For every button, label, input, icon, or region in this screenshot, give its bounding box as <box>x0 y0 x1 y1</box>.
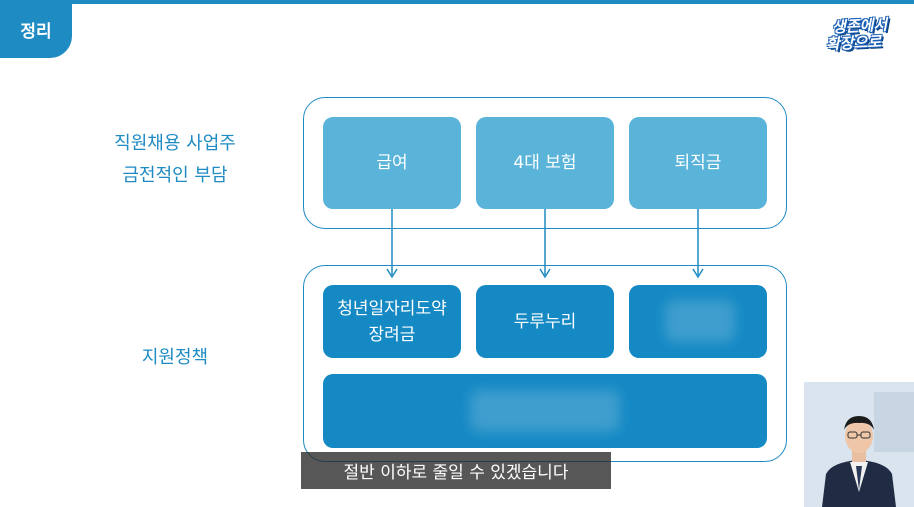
burden-label: 직원채용 사업주 금전적인 부담 <box>90 128 260 192</box>
policy-box-youth-incentive: 청년일자리도약 장려금 <box>323 285 461 358</box>
channel-logo: 생존에서 확장으로 <box>816 16 896 58</box>
blur-overlay <box>665 300 735 342</box>
policy-box-wide-blurred <box>323 374 767 448</box>
presenter-video <box>804 382 914 507</box>
arrow-down-icon <box>539 209 551 279</box>
policy-box-durunuri: 두루누리 <box>476 285 614 358</box>
presenter-figure <box>804 382 914 507</box>
burden-label-line-1: 직원채용 사업주 <box>114 133 236 154</box>
section-tag: 정리 <box>0 0 72 58</box>
arrow-down-icon <box>692 209 704 279</box>
burden-label-line-2: 금전적인 부담 <box>122 165 228 186</box>
burden-box-insurance: 4대 보험 <box>476 117 614 209</box>
policy-1-line-1: 청년일자리도약 <box>337 298 447 319</box>
policy-box-blurred <box>629 285 767 358</box>
burden-box-salary: 급여 <box>323 117 461 209</box>
policy-1-line-2: 장려금 <box>368 324 416 345</box>
top-accent-line <box>0 0 914 4</box>
logo-line-2: 확장으로 <box>825 32 883 54</box>
subtitle-caption: 절반 이하로 줄일 수 있겠습니다 <box>301 452 611 489</box>
burden-box-severance: 퇴직금 <box>629 117 767 209</box>
policy-label: 지원정책 <box>141 347 209 368</box>
blur-overlay <box>470 390 620 432</box>
arrow-down-icon <box>386 209 398 279</box>
